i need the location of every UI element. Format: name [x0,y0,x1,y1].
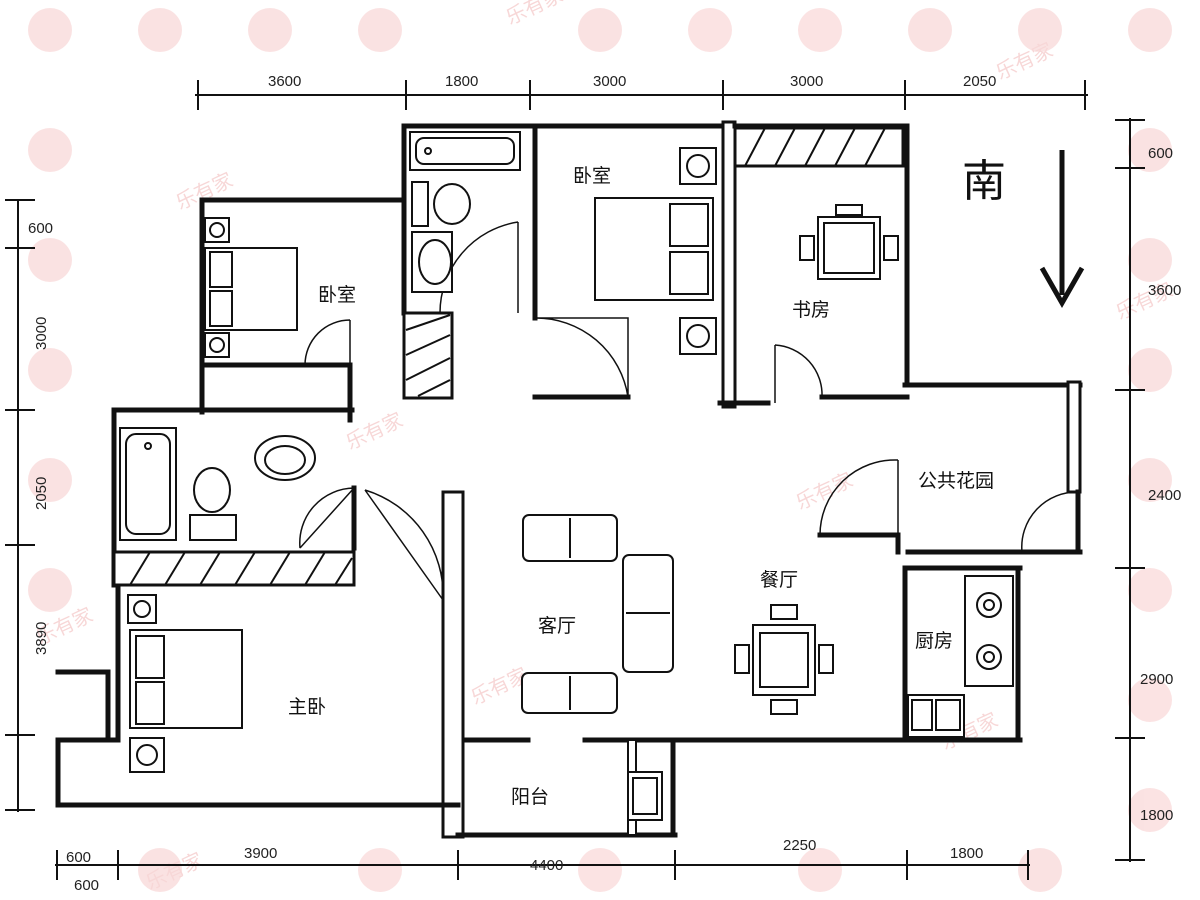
dimension-label: 600 [74,877,99,894]
room-label-living: 客厅 [538,615,576,637]
room-label-balcony: 阳台 [511,786,549,808]
compass-label: 南 [962,156,1006,207]
sink-icon [254,435,316,481]
bed-master-icon [127,594,243,773]
bed-top-icon [594,147,717,355]
room-label-dining: 餐厅 [760,569,798,591]
washing-machine-icon [627,771,663,821]
dimension-label: 3600 [268,73,301,90]
desk-chairs-icon [799,204,899,280]
dimension-label: 3000 [593,73,626,90]
dimension-label: 600 [28,220,53,237]
bathroom-top [409,131,521,293]
dimension-label: 2050 [33,477,50,510]
compass: 南 [962,150,1085,309]
dimension-right: 600 3600 2400 2900 1800 [1115,118,1181,862]
watermark-brand: 乐有家 [502,0,567,30]
sink-icon [411,231,453,293]
dimension-label: 1800 [950,845,983,862]
down-arrow-icon [1039,150,1085,309]
dimension-label: 3900 [244,845,277,862]
dimension-label: 2400 [1148,487,1181,504]
hatched-walls [112,126,905,587]
room-label-public-garden: 公共花园 [918,470,994,492]
dimension-label: 600 [66,849,91,866]
bathroom-left [119,427,316,541]
dimension-label: 1800 [1140,807,1173,824]
room-label-bedroom-top: 卧室 [573,165,611,187]
dimension-left: 600 3000 2050 3890 [5,199,53,812]
room-label-master: 主卧 [288,696,326,718]
dining-table-icon [734,604,834,715]
toilet-icon [411,181,471,227]
dimension-label: 3600 [1148,282,1181,299]
toilet-icon [189,467,237,541]
kitchen-fixtures [907,575,1014,738]
dimension-label: 600 [1148,145,1173,162]
dimension-label: 1800 [445,73,478,90]
dimension-bottom: 600 3900 4400 2250 1800 600 [55,837,1030,894]
watermark-layer: 乐有家 乐有家 乐有家 乐有家 乐有家 乐有家 乐有家 乐有家 乐有家 乐有家 … [28,0,1176,895]
dimension-label: 3000 [33,317,50,350]
room-label-study: 书房 [792,299,830,321]
dimension-top: 3600 1800 3000 3000 2050 [195,73,1088,110]
room-label-bedroom-left: 卧室 [318,284,356,306]
doors [299,221,1079,601]
dimension-label: 3890 [33,622,50,655]
bed-left-icon [204,217,298,358]
dimension-label: 2900 [1140,671,1173,688]
stove-icon [964,575,1014,687]
dimension-label: 2250 [783,837,816,854]
walls [55,120,1083,839]
dimension-label: 2050 [963,73,996,90]
dimension-label: 3000 [790,73,823,90]
room-label-kitchen: 厨房 [915,630,953,652]
room-labels: 卧室 卧室 书房 公共花园 餐厅 客厅 厨房 主卧 阳台 [288,165,994,808]
sofa-icon [521,514,674,714]
bathtub-icon [119,427,177,541]
watermark-brand: 乐有家 [792,467,857,514]
dimension-label: 4400 [530,857,563,874]
